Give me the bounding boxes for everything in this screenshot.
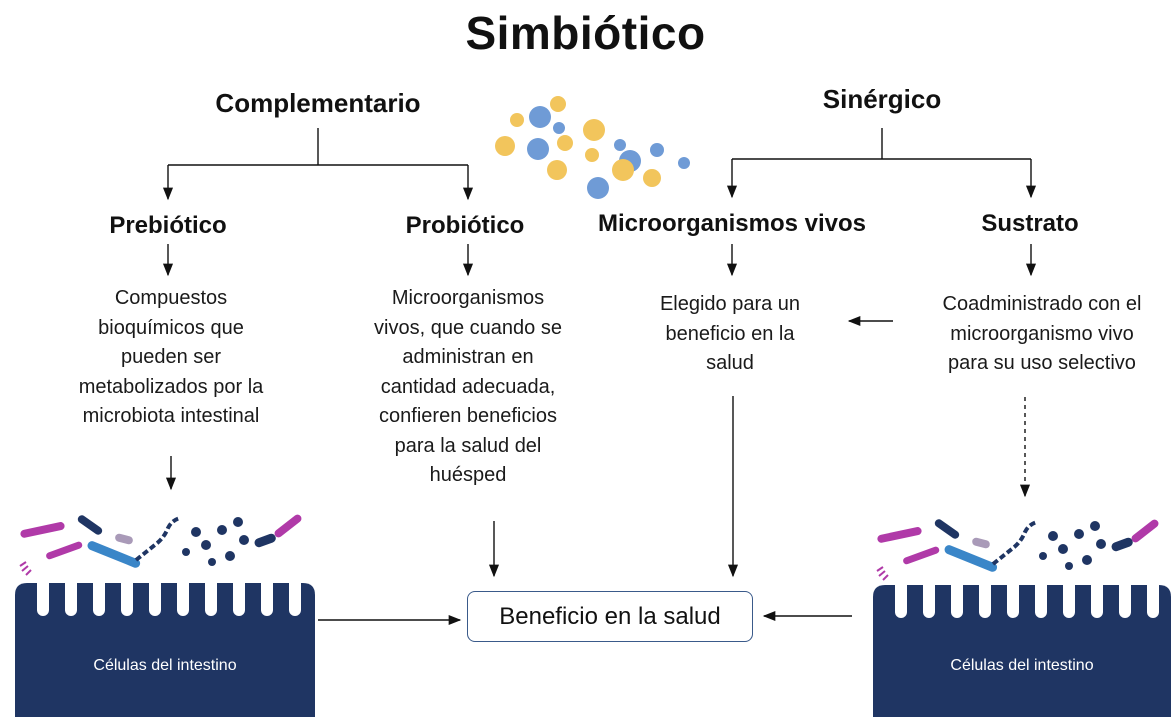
microbiota-left-illustration bbox=[19, 514, 302, 576]
node-probiotico-label: Probiótico bbox=[405, 212, 525, 239]
node-sustrato-desc: Coadministrado con el microorganismo viv… bbox=[942, 293, 1142, 374]
gut-cells-left-label: Células del intestino bbox=[93, 657, 237, 674]
gut-cells-right-label: Células del intestino bbox=[950, 657, 1094, 674]
node-microorganismos-desc: Elegido para un beneficio en la salud bbox=[659, 293, 801, 374]
node-microorganismos-label: Microorganismos vivos bbox=[597, 210, 867, 237]
node-probiotico-desc: Microorganismos vivos, que cuando se adm… bbox=[374, 287, 562, 486]
node-sustrato-label: Sustrato bbox=[981, 210, 1079, 237]
diagram-title: Simbiótico bbox=[465, 7, 706, 59]
outcome-beneficio-box: Beneficio en la salud bbox=[467, 591, 753, 642]
gut-cells-left-shape bbox=[15, 572, 315, 717]
bacteria-bubbles-illustration bbox=[495, 96, 690, 199]
node-prebiotico-label: Prebiótico bbox=[109, 212, 227, 239]
gut-cells-right-shape bbox=[873, 574, 1171, 717]
branch-complementario: Complementario bbox=[215, 88, 421, 118]
branch-sinergico: Sinérgico bbox=[822, 84, 942, 114]
microbiota-right-illustration bbox=[876, 519, 1159, 581]
node-prebiotico-desc: Compuestos bioquímicos que pueden ser me… bbox=[78, 287, 264, 427]
